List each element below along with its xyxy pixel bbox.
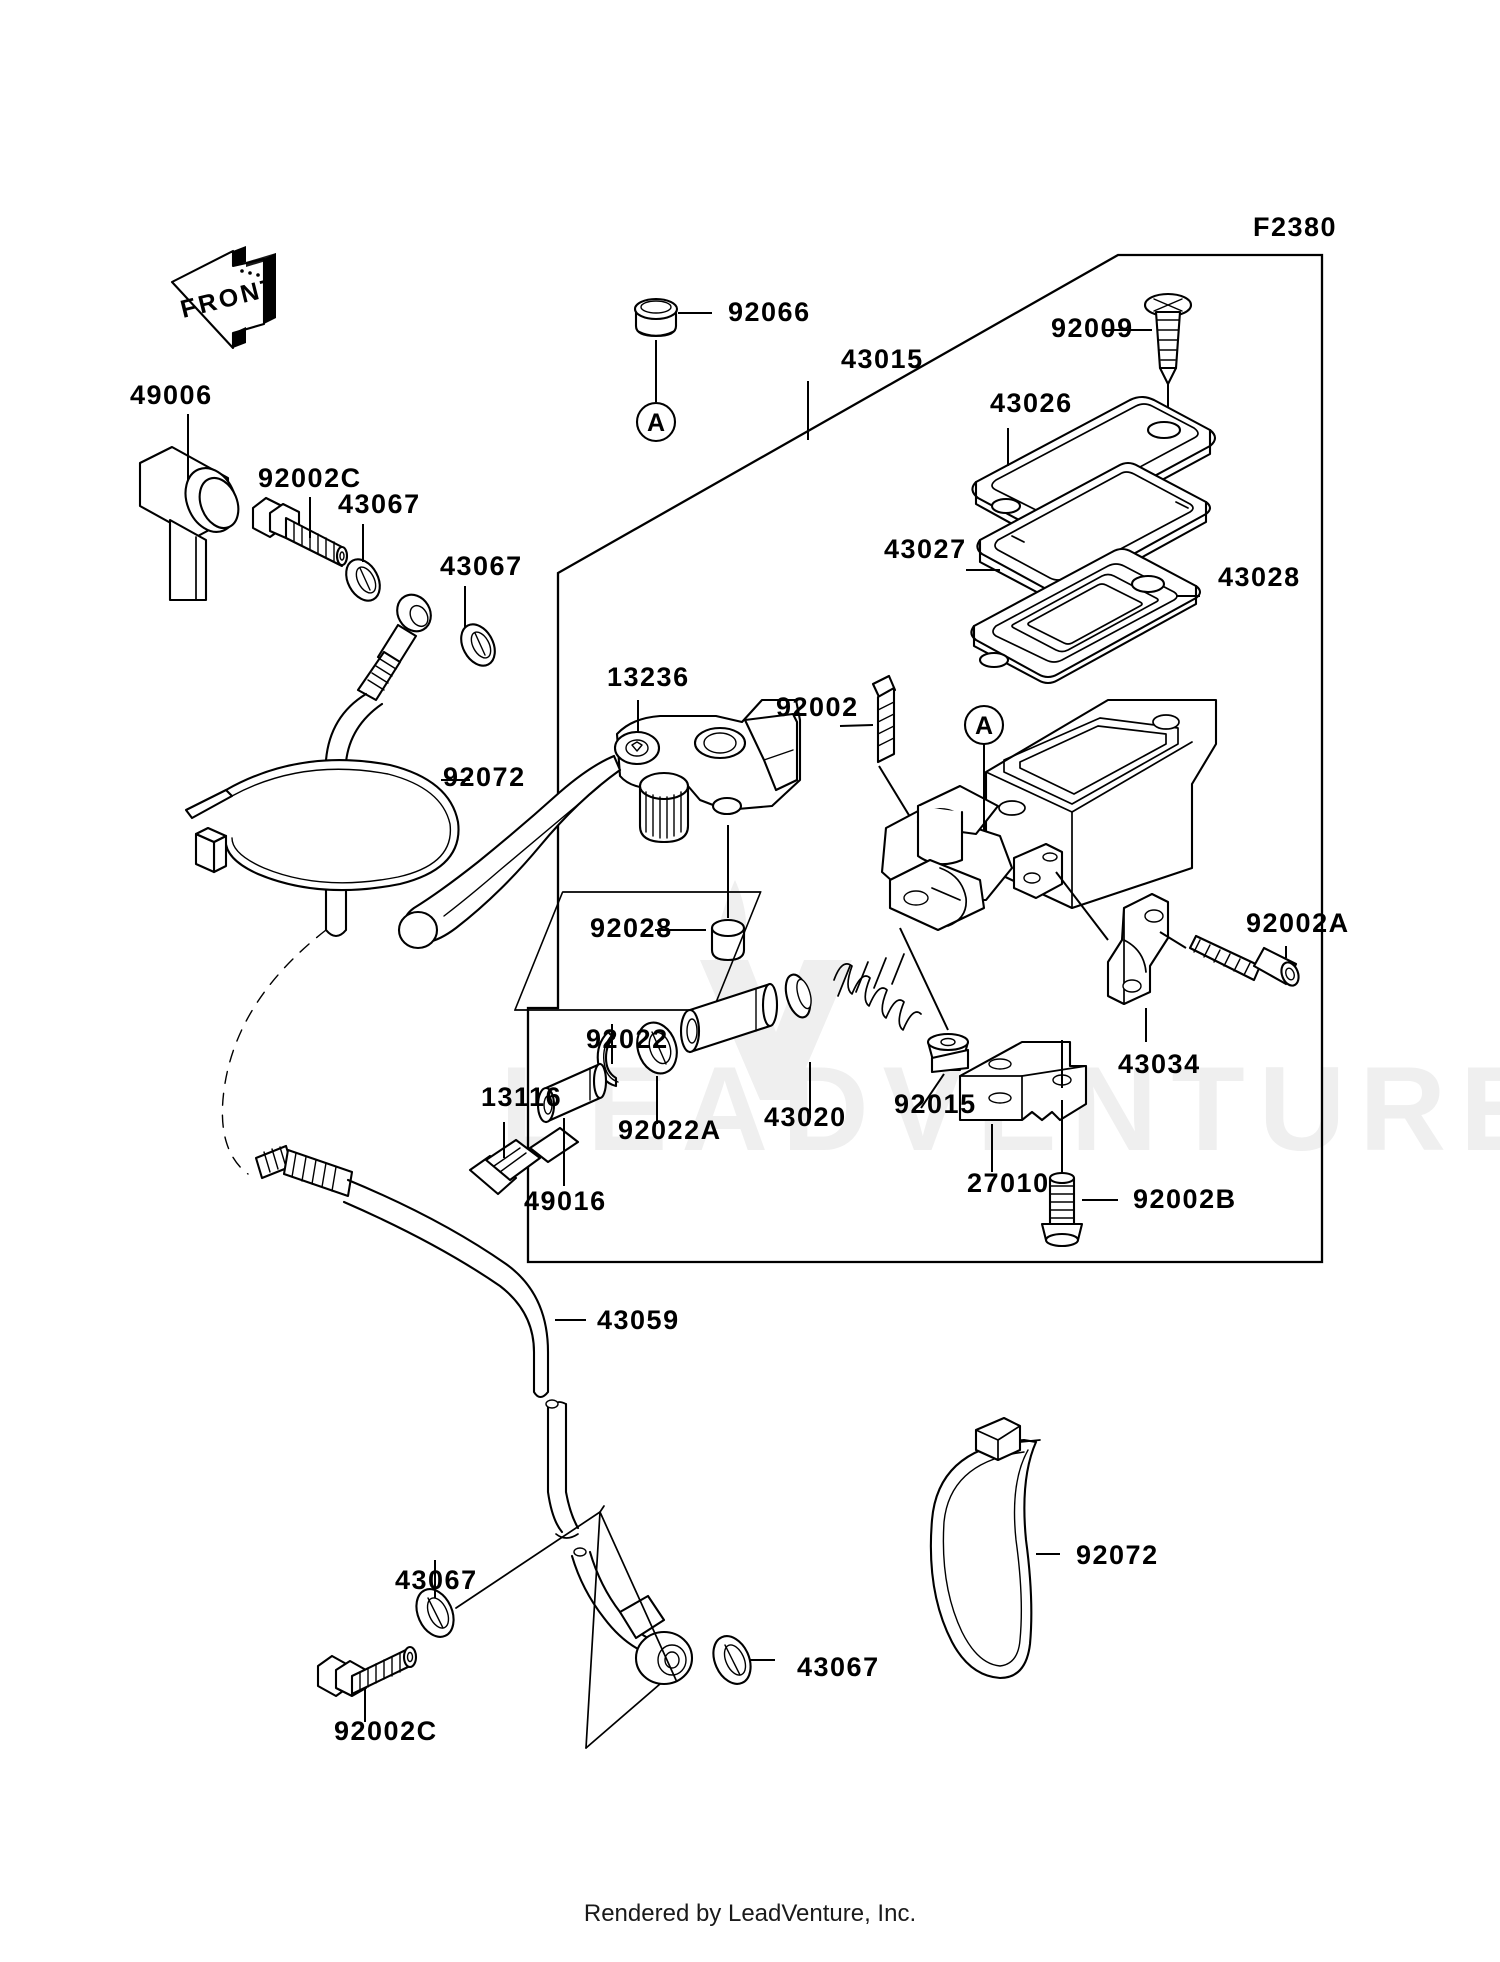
label-92028: 92028 [590, 913, 673, 943]
part-92022A-washer [636, 1021, 678, 1075]
label-92015: 92015 [894, 1089, 977, 1119]
label-92072-upper: 92072 [443, 762, 526, 792]
label-27010: 27010 [967, 1168, 1050, 1198]
label-49016: 49016 [524, 1186, 607, 1216]
label-43034: 43034 [1118, 1049, 1201, 1079]
part-43034-clamp-bracket [1106, 892, 1170, 1006]
part-43067-washer-lower-1 [415, 1588, 455, 1638]
part-43015-master-cylinder-body [880, 698, 1218, 932]
label-43015: 43015 [841, 344, 924, 374]
label-92002C-upper: 92002C [258, 463, 362, 493]
part-49006-grip-holder [138, 445, 240, 602]
front-arrow-rivets [240, 269, 276, 281]
part-43020-piston-kit [514, 891, 922, 1054]
label-92002B: 92002B [1133, 1184, 1237, 1214]
part-92066-plug [633, 297, 679, 338]
label-92022A: 92022A [618, 1115, 722, 1145]
footer-credit: Rendered by LeadVenture, Inc. [583, 1900, 917, 1927]
part-27010-clutch-switch [930, 1040, 1088, 1122]
part-92002-bolt-lever-pivot [871, 674, 897, 764]
label-92002A: 92002A [1246, 908, 1350, 938]
part-43028-diaphragm [970, 547, 1202, 685]
part-92072-clamp-lower [929, 1416, 1041, 1680]
label-43027: 43027 [884, 534, 967, 564]
part-43067-washer-upper-1 [345, 558, 381, 602]
part-92028-bushing [710, 918, 746, 962]
part-92009-screw-cap [1143, 292, 1193, 386]
label-43067-upper-1: 43067 [338, 489, 421, 519]
label-92022: 92022 [586, 1024, 669, 1054]
label-43026: 43026 [990, 388, 1073, 418]
part-49016-dust-cover [536, 1062, 608, 1124]
part-number-labels: 49006 92002C 43067 43067 92072 13236 920… [130, 297, 1350, 1746]
label-92072-lower: 92072 [1076, 1540, 1159, 1570]
part-43067-washer-upper-2 [460, 623, 496, 667]
label-13116: 13116 [481, 1082, 562, 1112]
label-13236: 13236 [607, 662, 690, 692]
section-marker-a-top: A [635, 401, 677, 443]
part-92002C-banjo-bolt-lower [316, 1645, 418, 1698]
section-marker-a-top-text: A [647, 409, 665, 437]
label-92009: 92009 [1051, 313, 1134, 343]
section-marker-a-center: A [963, 704, 1005, 746]
part-92002A-bolt-clamp [1188, 934, 1300, 987]
label-43067-upper-2: 43067 [440, 551, 523, 581]
label-43028: 43028 [1218, 562, 1301, 592]
section-marker-a-center-text: A [975, 712, 993, 740]
part-13236-clutch-lever [397, 698, 802, 950]
label-43067-lower-2: 43067 [797, 1652, 880, 1682]
part-43067-washer-lower-2 [712, 1635, 752, 1685]
diagram-id: F2380 [1253, 212, 1337, 242]
part-92072-clamp-upper [184, 759, 460, 892]
label-43059: 43059 [597, 1305, 680, 1335]
label-92002: 92002 [776, 692, 859, 722]
label-49006: 49006 [130, 380, 213, 410]
assembly-boundary [526, 253, 1324, 1264]
part-92002B-screw-switch [1040, 1171, 1084, 1248]
label-43067-lower-1: 43067 [395, 1565, 478, 1595]
label-92066: 92066 [728, 297, 811, 327]
label-43020: 43020 [764, 1102, 847, 1132]
label-92002C-lower: 92002C [334, 1716, 438, 1746]
part-13116-push-rod [468, 1126, 580, 1196]
part-92002C-banjo-bolt-upper [251, 496, 349, 568]
front-arrow-icon: FRONT [170, 246, 283, 350]
